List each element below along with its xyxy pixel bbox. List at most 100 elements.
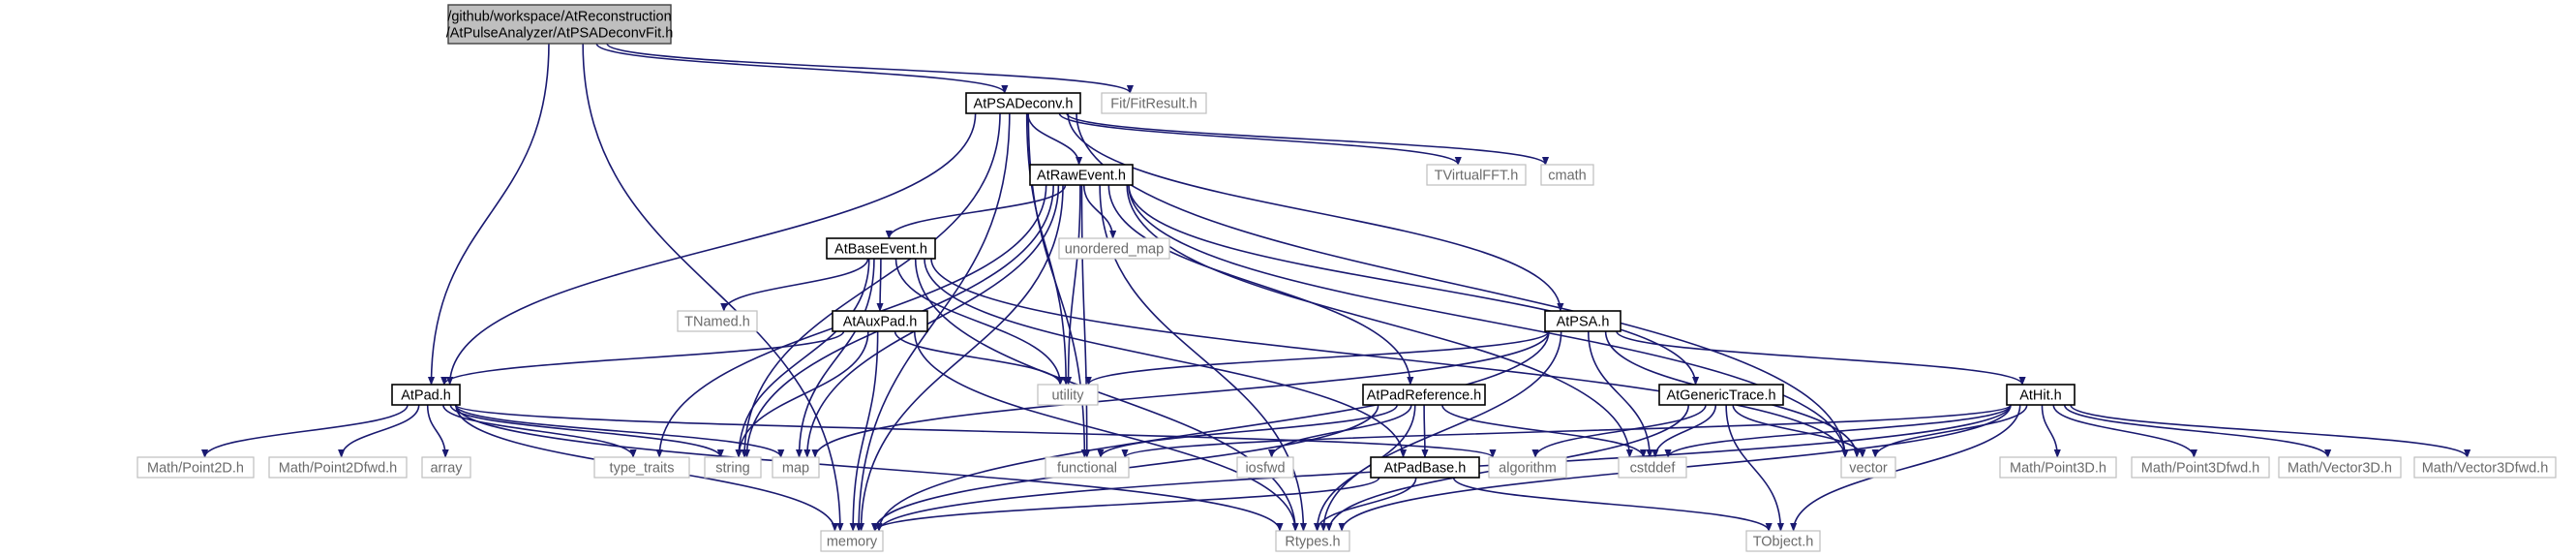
graph-node-baseevent[interactable]: AtBaseEvent.h	[826, 237, 936, 260]
node-label: type_traits	[610, 461, 675, 477]
node-box	[2278, 456, 2402, 479]
include-edge-pad-array	[426, 404, 449, 458]
include-edge-root-fitresult	[606, 43, 1134, 94]
graph-node-rawevent[interactable]: AtRawEvent.h	[1029, 164, 1134, 186]
node-box	[447, 4, 672, 45]
node-label: memory	[827, 535, 878, 550]
include-edge-auxpad-pad	[440, 330, 845, 386]
node-label: /AtPulseAnalyzer/AtPSADeconvFit.h	[446, 26, 674, 42]
node-box	[1999, 456, 2117, 479]
node-box	[1236, 456, 1294, 479]
node-label: utility	[1051, 388, 1084, 404]
node-label: Rtypes.h	[1285, 535, 1340, 550]
include-edge-rawevent-padref	[1107, 184, 1414, 386]
include-edge-rawevent-vector	[1128, 184, 1849, 458]
node-label: TVirtualFFT.h	[1435, 169, 1519, 184]
include-edge-psa-hit	[1616, 330, 2026, 386]
include-edge-hit-tobject	[1790, 404, 2021, 532]
graph-node-root[interactable]: /github/workspace/AtReconstruction/AtPul…	[446, 4, 674, 45]
node-box	[826, 237, 936, 260]
include-edge-psadeconv-pad	[446, 112, 977, 386]
include-edge-root-pad	[427, 43, 550, 386]
node-label: TNamed.h	[684, 315, 750, 330]
graph-node-map: map	[772, 456, 820, 479]
include-edge-hit-point3d	[2041, 404, 2061, 458]
node-box	[1058, 237, 1170, 260]
node-box	[1540, 164, 1594, 186]
node-label: algorithm	[1499, 461, 1557, 477]
include-edge-hit-functional	[1121, 404, 2012, 458]
node-label: Math/Point3D.h	[2010, 461, 2106, 477]
graph-node-vector: vector	[1840, 456, 1896, 479]
include-edge-padref-functional	[1097, 404, 1398, 458]
graph-node-unordered: unordered_map	[1058, 237, 1170, 260]
graph-node-psadeconv[interactable]: AtPSADeconv.h	[965, 92, 1081, 114]
include-edge-psadeconv-rawevent	[1027, 112, 1083, 166]
include-edge-padref-rtypes	[1314, 404, 1416, 532]
node-label: unordered_map	[1065, 242, 1164, 258]
graph-node-generictrace[interactable]: AtGenericTrace.h	[1658, 384, 1784, 406]
node-label: Math/Point3Dfwd.h	[2141, 461, 2260, 477]
node-label: AtHit.h	[2019, 388, 2062, 404]
node-box	[1488, 456, 1567, 479]
include-edge-pad-typetraits	[442, 404, 637, 458]
graph-node-padref[interactable]: AtPadReference.h	[1362, 384, 1486, 406]
graph-node-cmath: cmath	[1540, 164, 1594, 186]
graph-node-auxpad[interactable]: AtAuxPad.h	[832, 310, 928, 332]
graph-node-pad[interactable]: AtPad.h	[391, 384, 461, 406]
node-label: Math/Vector3D.h	[2288, 461, 2392, 477]
node-box	[704, 456, 762, 479]
node-box	[1544, 310, 1621, 332]
graph-node-psa[interactable]: AtPSA.h	[1544, 310, 1621, 332]
node-label: AtBaseEvent.h	[834, 242, 927, 258]
node-label: /github/workspace/AtReconstruction	[447, 10, 671, 25]
include-edge-generictrace-algorithm	[1531, 404, 1707, 458]
include-edge-padbase-rtypes	[1314, 477, 1417, 532]
node-label: AtRawEvent.h	[1037, 169, 1126, 184]
node-box	[1426, 164, 1527, 186]
node-label: array	[430, 461, 463, 477]
include-edge-psa-map	[811, 330, 1550, 458]
node-box	[1745, 530, 1821, 552]
include-edge-psadeconv-memory	[855, 112, 1011, 532]
node-box	[965, 92, 1081, 114]
node-box	[820, 530, 884, 552]
include-edge-hit-vector3dfwd	[2070, 404, 2471, 458]
graph-node-padbase[interactable]: AtPadBase.h	[1370, 456, 1480, 479]
include-edge-rawevent-map	[803, 184, 1060, 458]
graph-node-hit[interactable]: AtHit.h	[2006, 384, 2076, 406]
graph-node-typetraits: type_traits	[593, 456, 690, 479]
node-box	[1029, 164, 1134, 186]
include-edge-hit-point3dfwd	[2052, 404, 2197, 458]
node-box	[1275, 530, 1350, 552]
include-edge-rawevent-functional	[1080, 184, 1091, 458]
graph-node-fitresult: Fit/FitResult.h	[1101, 92, 1207, 114]
node-label: functional	[1057, 461, 1117, 477]
include-edge-baseevent-string	[735, 258, 870, 458]
include-edge-psadeconv-tvirtualfft	[1058, 112, 1462, 166]
include-edge-pad-rtypes	[455, 404, 1284, 532]
include-edge-padref-padbase	[1421, 404, 1429, 458]
node-label: string	[715, 461, 749, 477]
graph-node-iosfwd: iosfwd	[1236, 456, 1294, 479]
graph-node-point2dfwd: Math/Point2Dfwd.h	[268, 456, 408, 479]
include-edge-pad-map	[454, 404, 785, 458]
node-label: AtPadBase.h	[1384, 461, 1467, 477]
include-edge-root-psadeconv	[595, 43, 1009, 94]
include-edge-auxpad-rtypes	[913, 330, 1299, 532]
graph-node-cstddef: cstddef	[1618, 456, 1687, 479]
node-label: AtAuxPad.h	[843, 315, 918, 330]
include-edge-rawevent-utility	[1064, 184, 1081, 386]
node-box	[1101, 92, 1207, 114]
graph-node-point2d: Math/Point2D.h	[136, 456, 255, 479]
node-box	[832, 310, 928, 332]
node-box	[1840, 456, 1896, 479]
graph-node-point3dfwd: Math/Point3Dfwd.h	[2131, 456, 2270, 479]
include-edge-baseevent-map	[795, 258, 875, 458]
include-edge-baseevent-vector	[930, 258, 1849, 458]
node-label: vector	[1849, 461, 1888, 477]
include-edge-hit-vector	[1871, 404, 2028, 458]
include-edge-baseevent-padbase	[924, 258, 1408, 458]
include-edge-psa-memory	[875, 330, 1550, 532]
